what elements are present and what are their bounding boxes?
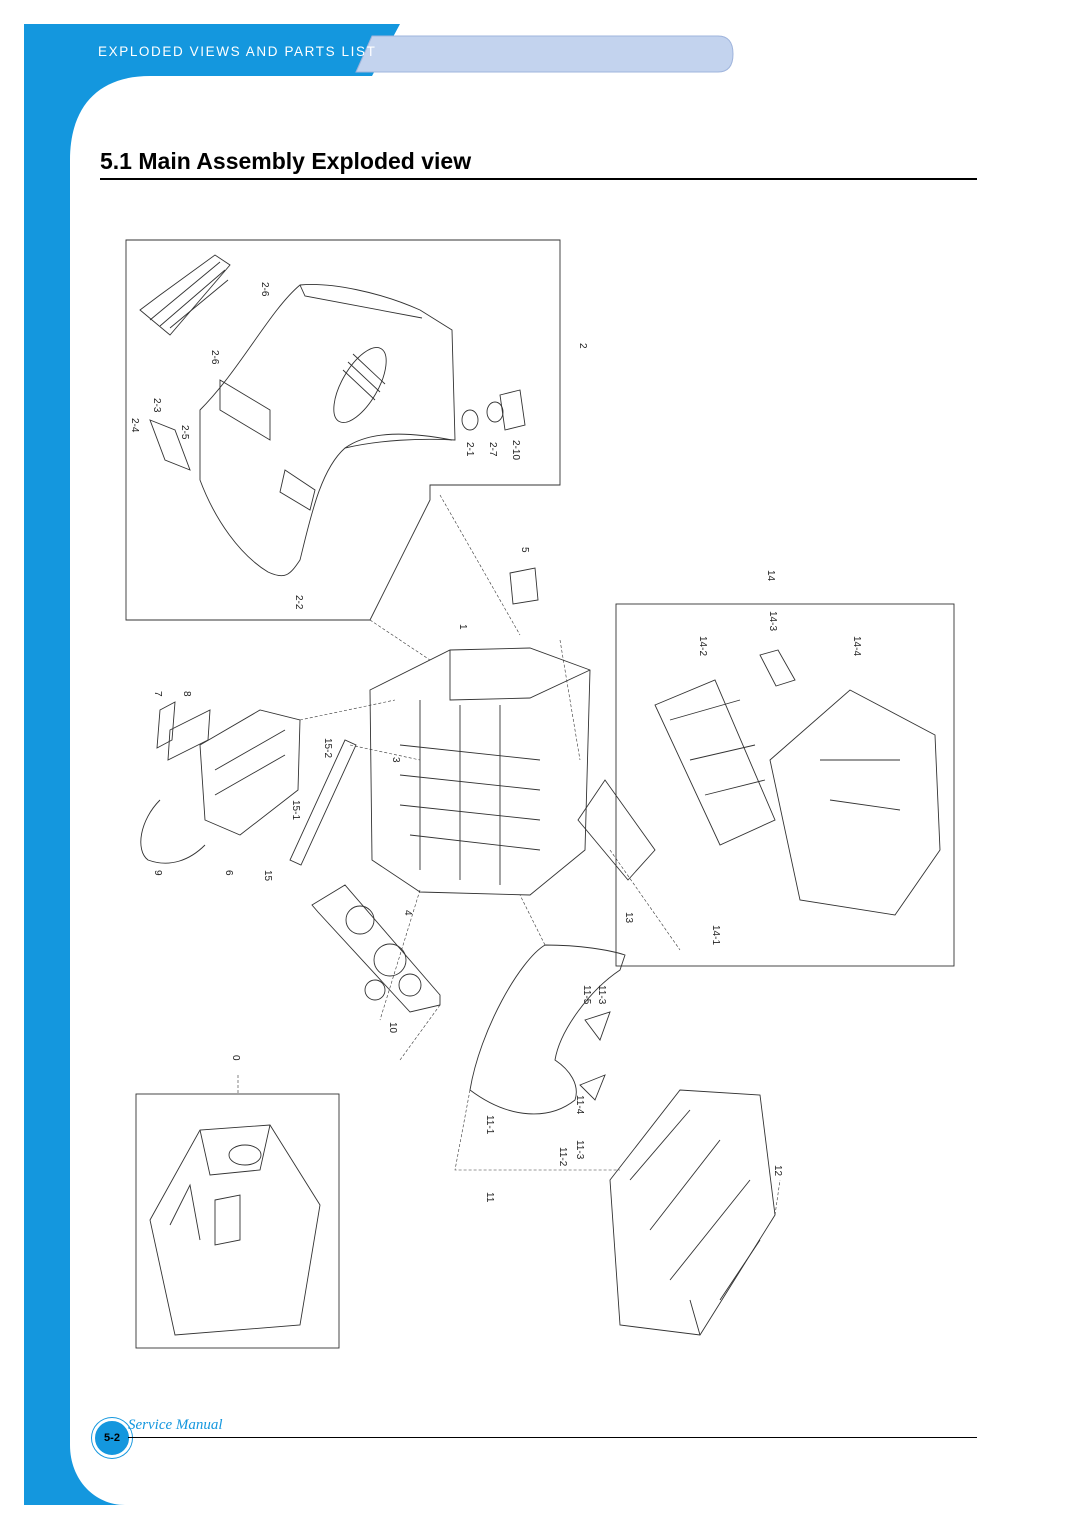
board-part — [654, 679, 776, 846]
callout-13: 13 — [623, 912, 634, 924]
callout-11-1: 11-1 — [484, 1115, 495, 1135]
cover-group-frame — [125, 239, 561, 621]
bracket-part-7 — [156, 701, 176, 749]
top-cover-part — [199, 284, 456, 577]
callout-2-3: 2-3 — [151, 398, 162, 413]
roller-part — [289, 739, 357, 866]
header-tab — [355, 35, 734, 73]
sub-frame-group — [615, 603, 955, 967]
callout-15: 15 — [262, 870, 273, 882]
callout-11-5: 11-5 — [581, 985, 592, 1005]
callout-7: 7 — [152, 691, 163, 697]
page-title: 5.1 Main Assembly Exploded view — [100, 148, 472, 174]
callout-2-10: 2-10 — [510, 440, 521, 460]
callout-8: 8 — [181, 691, 192, 697]
callout-11: 11 — [484, 1192, 495, 1203]
main-frame-part — [369, 647, 591, 896]
callout-12: 12 — [772, 1165, 783, 1177]
callout-2-5: 2-5 — [179, 425, 190, 440]
cable-harness-part — [140, 799, 206, 864]
callout-2-2: 2-2 — [293, 595, 304, 610]
callout-11-4: 11-4 — [574, 1095, 585, 1115]
callout-14-4: 14-4 — [851, 636, 862, 656]
output-tray-part — [139, 254, 231, 336]
callout-14-3: 14-3 — [767, 611, 778, 631]
side-cover-part — [149, 419, 191, 471]
shield-bracket-part — [759, 649, 796, 687]
callout-15-1: 15-1 — [290, 800, 301, 820]
footer-label: Service Manual — [128, 1417, 223, 1433]
callout-11-3-b: 11-3 — [574, 1140, 585, 1160]
callout-4: 4 — [402, 910, 413, 916]
callout-6: 6 — [223, 870, 234, 876]
callout-9: 9 — [152, 870, 163, 876]
final-assembly-part — [149, 1124, 321, 1336]
callout-1: 1 — [457, 624, 468, 630]
callout-14-1: 14-1 — [710, 925, 721, 945]
knob-parts — [461, 389, 526, 431]
footer-rule — [128, 1437, 977, 1438]
callout-5: 5 — [519, 547, 530, 553]
page-number-badge: 5-2 — [92, 1418, 132, 1458]
drive-motor-part — [311, 884, 441, 1013]
callout-14: 14 — [765, 570, 776, 582]
callout-11-3-a: 11-3 — [596, 985, 607, 1005]
board-part-13 — [577, 779, 656, 881]
fan-part — [509, 567, 539, 605]
base-frame-part — [769, 689, 941, 916]
callout-15-2: 15-2 — [322, 738, 333, 758]
paper-cassette-part — [609, 1089, 776, 1336]
front-cover-part — [469, 944, 626, 1115]
callout-2-7: 2-7 — [487, 442, 498, 457]
title-rule — [100, 178, 977, 180]
callout-2-1: 2-1 — [464, 442, 475, 457]
callout-11-2: 11-2 — [557, 1147, 568, 1167]
callout-2-4: 2-4 — [129, 418, 140, 433]
callout-2-6-b: 2-6 — [209, 350, 220, 365]
callout-2: 2 — [577, 343, 588, 349]
callout-14-2: 14-2 — [697, 636, 708, 656]
callout-10: 10 — [387, 1022, 398, 1034]
section-header: EXPLODED VIEWS AND PARTS LIST — [98, 44, 377, 59]
callout-0: 0 — [230, 1055, 241, 1061]
callout-3: 3 — [390, 757, 401, 763]
final-assembly-frame — [135, 1093, 340, 1349]
bracket-part-8 — [167, 709, 211, 761]
callout-2-6-a: 2-6 — [259, 282, 270, 297]
fuser-part — [199, 709, 301, 836]
